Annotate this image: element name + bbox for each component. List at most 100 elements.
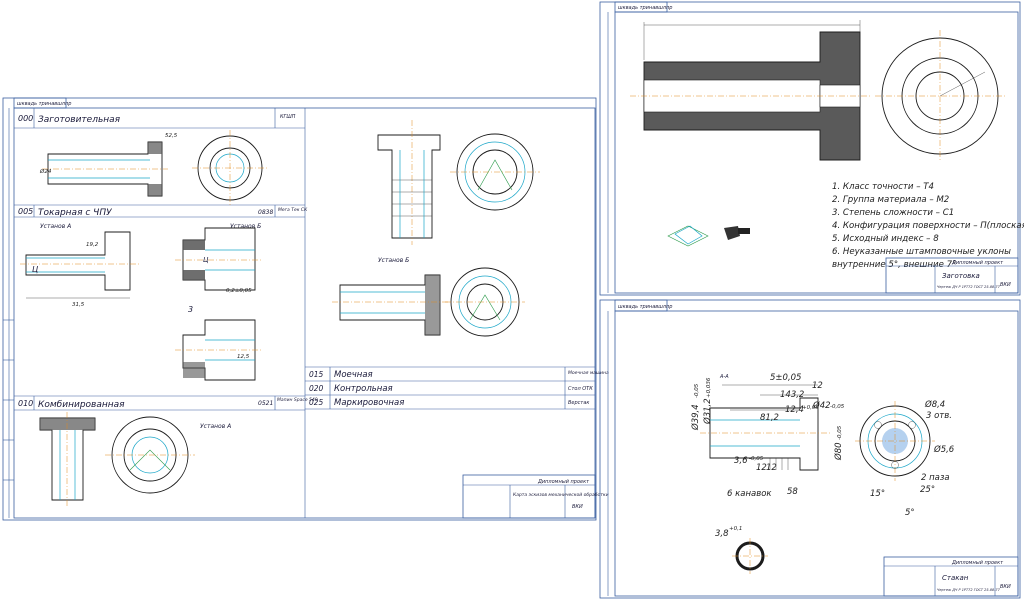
dim-tol: -0,05 xyxy=(749,456,764,462)
dim-d5-6: Ø5,6 xyxy=(933,444,955,455)
op-row-000: 000 Заготовительная КГШП xyxy=(18,114,296,125)
op-equip: Стол ОТК xyxy=(568,386,593,392)
op-name: Моечная xyxy=(334,370,373,380)
sleeve-end-view: Ø8,4 3 отв. Ø5,6 2 паза 15° 25° 5° xyxy=(855,399,955,518)
sheet2-stamp-box xyxy=(614,1,668,13)
title-project: Дипломный проект xyxy=(951,260,1004,266)
sheet3-title-block: Дипломный проект Стакан Чертеж ДЧ Р 1РТ7… xyxy=(883,556,1019,597)
retaining-ring-view: 3,8 +0,1 xyxy=(715,526,768,574)
sheet-part-drawing: шквадь тринавшлпр А-А 5±0,05 12 143,2 12… xyxy=(599,299,1021,599)
sheet2-stamp: шквадь тринавшлпр xyxy=(618,5,672,11)
op-num: 0838 xyxy=(258,209,273,216)
op-name: Токарная с ЧПУ xyxy=(38,208,112,218)
combined-sketch: Установ А xyxy=(39,412,231,508)
op-code: 005 xyxy=(18,207,33,216)
dim-d80: Ø80 xyxy=(833,442,844,461)
sleeve-section-view: А-А 5±0,05 12 143,2 12,4 +0,05 81,2 Ø42 … xyxy=(690,373,845,499)
op-num: 0521 xyxy=(258,400,273,407)
op-code: 010 xyxy=(18,399,33,408)
dim-58: 58 xyxy=(787,487,798,497)
op-name: Маркировочная xyxy=(334,398,404,408)
dim-d31: Ø31,2 xyxy=(702,398,713,425)
dim-tol: +0,036 xyxy=(706,377,712,398)
dim: 31,5 xyxy=(72,302,85,308)
dim-5deg: 5° xyxy=(905,508,915,518)
sheet3-inner-border xyxy=(614,310,1019,597)
dim-chamfer: 5±0,05 xyxy=(770,373,801,383)
op-code: 025 xyxy=(309,398,324,407)
title-doc: Чертеж ДЧ Р 1РТ72 ГОСТ 25.88-77 xyxy=(937,588,1001,592)
op-equip: КГШП xyxy=(280,114,296,120)
dim-15deg: 15° xyxy=(870,489,885,499)
op-equip: Моечная машина xyxy=(568,370,609,376)
op-name: Заготовительная xyxy=(38,115,121,125)
sheet2-title-block: Дипломный проект Заготовка Чертеж ДЧ Р 1… xyxy=(885,257,1019,294)
sheet2-outer-border xyxy=(599,1,1021,296)
dim-tol: -0,05 xyxy=(830,404,845,410)
dim-d39: Ø39,4 xyxy=(690,404,701,431)
title-name: Карта эскизов механической обработки xyxy=(513,492,609,498)
op-name: Комбинированная xyxy=(38,400,125,410)
model-preview-icon xyxy=(667,225,750,247)
op-row-025: 025 Маркировочная Верстак xyxy=(309,398,589,408)
note-line: внутренние 5°, внешние 7° xyxy=(832,260,956,270)
title-project: Дипломный проект xyxy=(537,479,590,485)
sheet1-stamp-box xyxy=(13,97,67,109)
title-group: ВКИ xyxy=(1000,584,1011,590)
sheet-blank-drawing: шквадь тринавшлпр 1. Класс точности – Т4… xyxy=(599,1,1024,296)
dim-grooves: 6 канавок xyxy=(727,489,772,499)
op-equip: Верстак xyxy=(568,400,589,406)
op-equip: Мега Тек СК xyxy=(278,207,308,213)
datum-marker: Ц xyxy=(203,256,209,264)
dim-12c: 12 xyxy=(766,463,777,473)
dim-12b: 12 xyxy=(756,463,767,473)
title-group: ВКИ xyxy=(1000,282,1011,288)
blank-notes: 1. Класс точности – Т4 2. Группа материа… xyxy=(832,182,1024,270)
setup-label: Установ А xyxy=(40,223,71,230)
dim-12: 12 xyxy=(812,381,823,391)
op-row-010: 010 Комбинированная 0521 Мапин Space 540 xyxy=(18,397,318,410)
setup-label: Установ Б xyxy=(230,223,261,230)
dim: 19,2 xyxy=(86,242,99,248)
op-row-020: 020 Контрольная Стол ОТК xyxy=(309,384,593,394)
op-code: 015 xyxy=(309,370,324,379)
title-group: ВКИ xyxy=(572,504,583,510)
dim-25deg: 25° xyxy=(920,485,935,495)
sheet-operations-sketch-map: шквадь тринавшлпр 000 Заготовительная xyxy=(2,97,609,521)
op-row-005: 005 Токарная с ЧПУ 0838 Мега Тек СК xyxy=(18,207,308,218)
op-code: 020 xyxy=(309,384,324,393)
turning-sketch: Установ А 31,5 Ц 19,2 Установ Б Ц 0,2±0,… xyxy=(20,223,262,381)
title-name: Стакан xyxy=(942,574,969,582)
datum-marker: Ц xyxy=(32,265,38,274)
section-label: А-А xyxy=(719,374,729,380)
step-marker: 3 xyxy=(188,305,193,314)
dim-tol: -0,05 xyxy=(837,425,843,440)
note-line: 2. Группа материала – М2 xyxy=(832,195,949,205)
title-doc: Чертеж ДЧ Р 1РТ72 ГОСТ 25.88-77 xyxy=(937,285,1001,289)
title-project: Дипломный проект xyxy=(951,560,1004,566)
title-name: Заготовка xyxy=(942,272,980,280)
op-row-015: 015 Моечная Моечная машина xyxy=(309,370,609,380)
blank-part-view xyxy=(630,20,1005,162)
note-line: 6. Неуказанные штамповочные уклоны xyxy=(832,247,1011,257)
setup-label: Установ Б xyxy=(378,257,409,264)
dim-3holes: 3 отв. xyxy=(926,411,952,421)
note-line: 3. Степень сложности – С1 xyxy=(832,208,954,218)
dim-12-4: 12,4 xyxy=(785,405,804,415)
sheet3-stamp: шквадь тринавшлпр xyxy=(618,304,672,310)
op-name: Контрольная xyxy=(334,384,393,394)
sheet3-stamp-box xyxy=(614,299,668,312)
dim-total: 143,2 xyxy=(780,390,804,400)
note-line: 1. Класс точности – Т4 xyxy=(832,182,934,192)
sheet1-title-block: Дипломный проект Карта эскизов механичес… xyxy=(462,474,609,519)
billet-sketch: 52,5 Ø24 xyxy=(39,130,268,206)
dim-81-2: 81,2 xyxy=(760,413,779,423)
sheet1-outer-border xyxy=(2,97,597,521)
sheet1-binding-cells xyxy=(3,319,14,481)
sheet1-stamp: шквадь тринавшлпр xyxy=(17,101,71,107)
dim-tol: +0,1 xyxy=(729,526,742,532)
op-equip: Мапин Space 540 xyxy=(277,397,318,403)
note-line: 5. Исходный индекс – 8 xyxy=(832,234,939,244)
dim: 12,5 xyxy=(237,354,250,360)
dim: Ø24 xyxy=(39,168,52,175)
